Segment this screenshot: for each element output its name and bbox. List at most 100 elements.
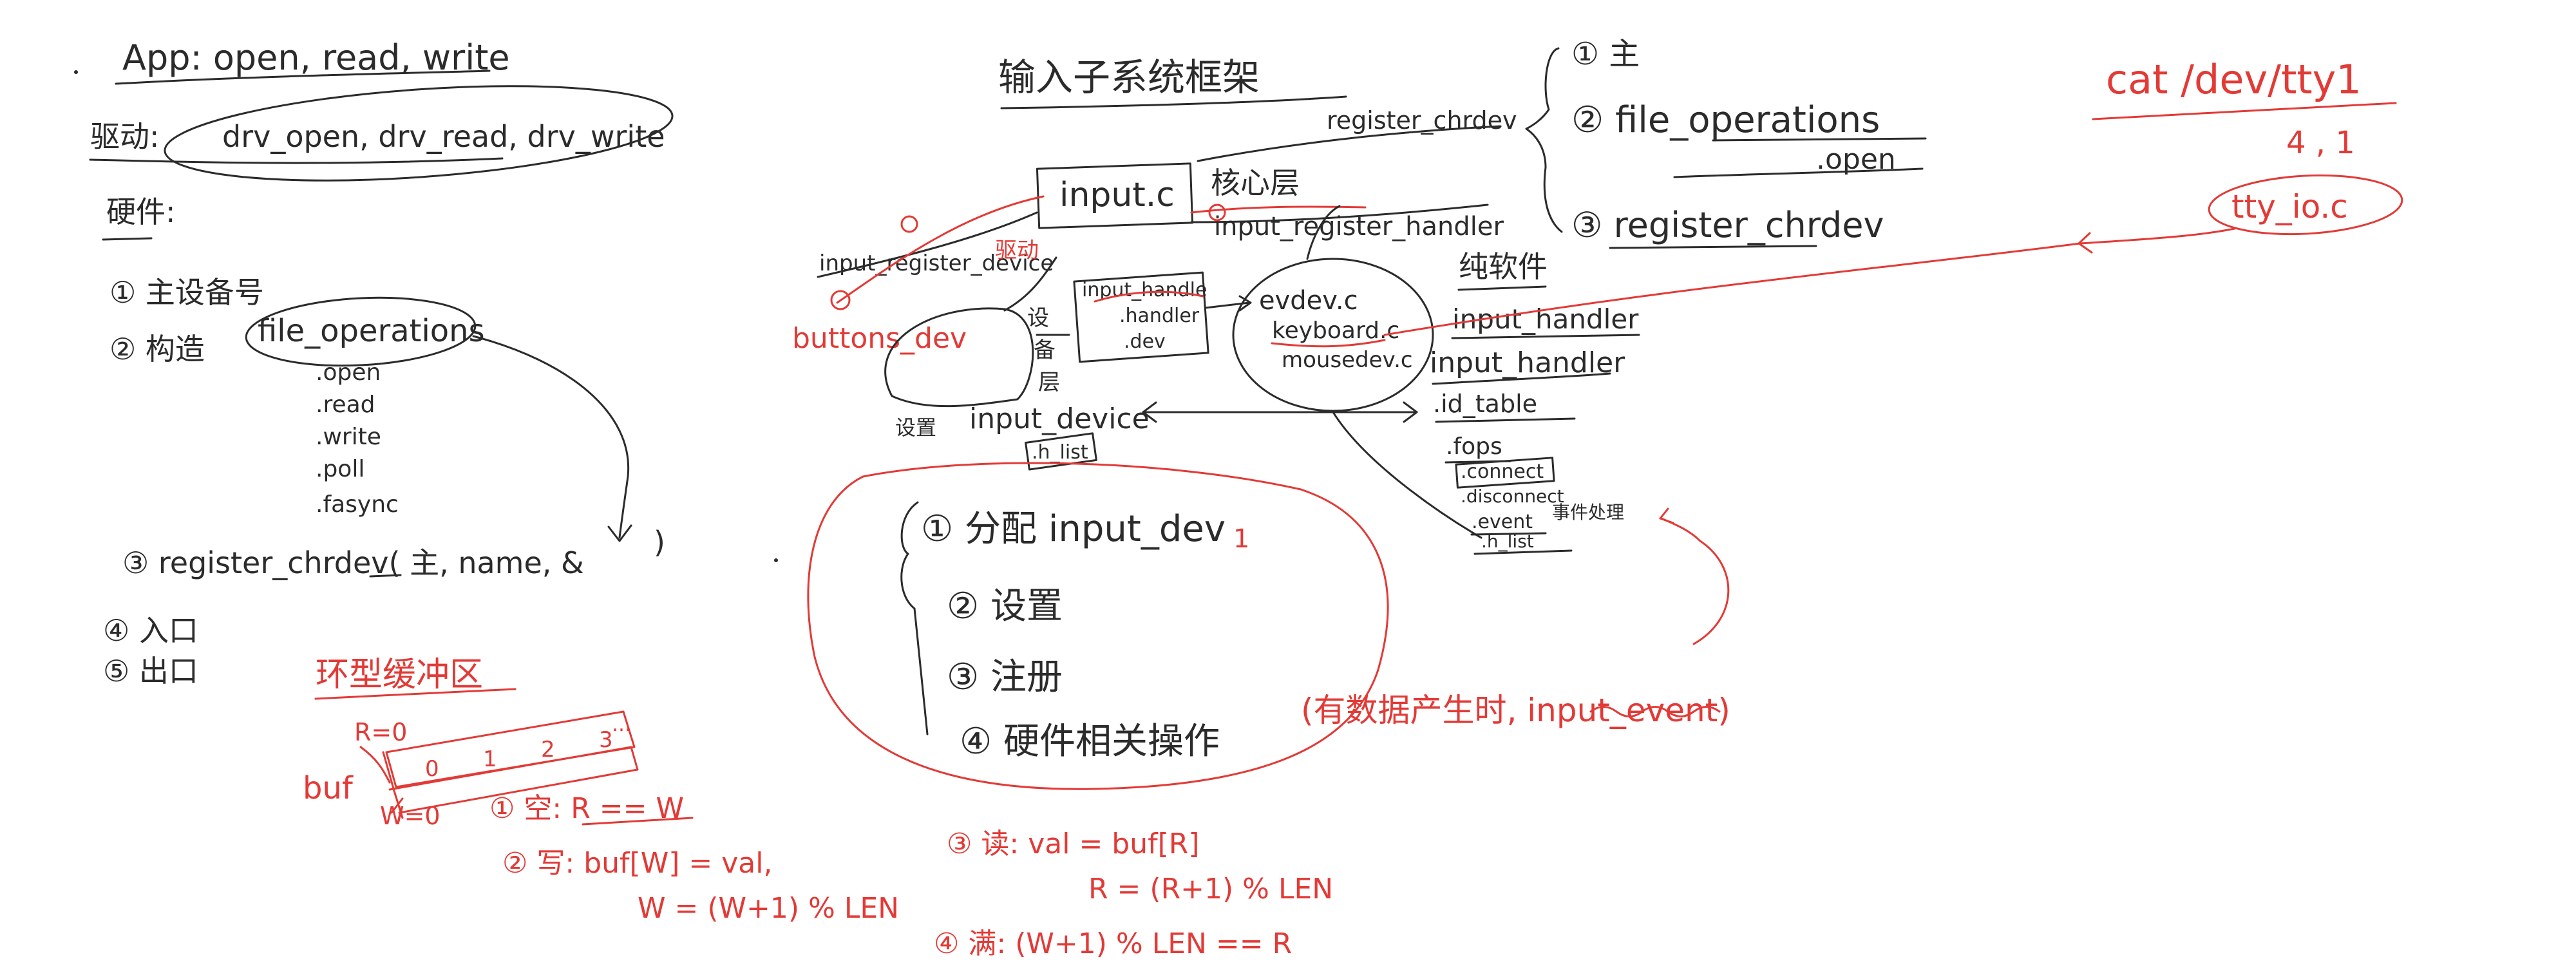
stray-dot-1 [74, 70, 78, 74]
fops-poll: .poll [316, 456, 365, 482]
steps-brace-top [900, 501, 919, 610]
ring-buffer-notes: 环型缓冲区 R=0 0 1 2 3 … buf W=0 ① 空: R == W … [303, 656, 1333, 960]
ring-full-rule: ④ 满: (W+1) % LEN == R [934, 927, 1292, 960]
file-operations-label: file_operations [258, 313, 485, 349]
right-item-register: ③ register_chrdev [1571, 205, 1884, 245]
red-device-arrow [836, 195, 1045, 304]
fops-fasync: .fasync [316, 491, 399, 518]
device-layer-2: 备 [1034, 337, 1056, 363]
event-callback-arrow [1660, 517, 1730, 645]
fops-write: .write [316, 424, 381, 450]
ring-buf-label: buf [303, 770, 354, 806]
step-register: ③ 注册 [947, 656, 1063, 698]
member-id-table: .id_table [1433, 390, 1537, 418]
step-setup: ② 设置 [947, 585, 1063, 627]
id-table-underline [1435, 417, 1576, 423]
r-pointer-arrow [359, 746, 391, 784]
event-underline [1470, 532, 1547, 536]
h-list-box [1025, 432, 1097, 471]
right-register-underline [1609, 245, 1817, 249]
ring-w0: W=0 [380, 802, 440, 830]
member-connect: .connect [1461, 460, 1544, 483]
empty-rule-underline [582, 817, 694, 826]
file-operations-oval [245, 296, 477, 367]
handle-arrowhead [1238, 295, 1252, 312]
input-handler-struct-underline [1432, 372, 1611, 385]
left-notes: App: open, read, write 驱动: drv_open, drv… [89, 37, 674, 688]
fops-read: .read [316, 392, 375, 418]
h-list-underline [1473, 549, 1573, 555]
tty-oval [2208, 174, 2403, 236]
device-to-core-line [1003, 256, 1057, 312]
pure-software-underline [1457, 285, 1547, 291]
member-h-list: .h_list [1481, 531, 1534, 552]
member-event: .event [1472, 511, 1533, 533]
red-mark-2 [1208, 204, 1226, 222]
framework-title-underline [1000, 95, 1347, 109]
input-event-note: (有数据产生时, input_event) [1301, 692, 1730, 729]
handle-line-3: .dev [1124, 330, 1166, 353]
right-item-major: ① 主 [1571, 36, 1640, 72]
buttons-dev-label: buttons_dev [792, 322, 967, 355]
pure-software-label: 纯软件 [1459, 249, 1548, 284]
register-chrdev-line [1197, 125, 1502, 162]
handler-mousedev: mousedev.c [1282, 347, 1413, 373]
input-c-label: input.c [1059, 176, 1175, 214]
ring-cell-3: 3 [599, 727, 613, 753]
framework-title: 输入子系统框架 [998, 55, 1260, 99]
fops-arrowhead [607, 524, 632, 542]
double-arrow-left [1142, 401, 1157, 423]
step-major-number: ① 主设备号 [109, 275, 264, 310]
ring-dots: … [612, 714, 631, 736]
member-disconnect: .disconnect [1461, 486, 1564, 507]
center-driver-red: 驱动 [995, 238, 1039, 263]
ring-cell-1: 1 [483, 746, 497, 772]
ring-left-edge [382, 751, 404, 819]
driver-underline [89, 157, 504, 164]
step-construct: ② 构造 [109, 332, 205, 366]
red-one-mark: 1 [1233, 524, 1249, 554]
device-layer-3: 层 [1038, 370, 1060, 395]
red-handler-arrow [1190, 205, 1367, 214]
member-fops: .fops [1446, 433, 1502, 460]
ring-read-rule-1: ③ 读: val = buf[R] [947, 828, 1200, 860]
fops-to-register-arrow [472, 335, 630, 539]
step-register-chrdev: ③ register_chrdev( 主, name, & [122, 545, 584, 580]
steps-brace-line [913, 607, 929, 735]
step-hardware: ④ 硬件相关操作 [960, 721, 1220, 762]
ring-cell-0: 0 [425, 756, 439, 782]
ring-write-rule-2: W = (W+1) % LEN [638, 892, 899, 925]
right-brace [1525, 47, 1563, 233]
ring-cell-2: 2 [541, 737, 555, 762]
top-right-notes: ① 主 ② file_operations .open ③ register_c… [1383, 36, 2403, 336]
ring-read-rule-2: R = (R+1) % LEN [1088, 873, 1333, 905]
input-dev-steps: ① 分配 input_dev 1 ② 设置 ③ 注册 ④ 硬件相关操作 (有数据… [807, 462, 1730, 790]
h-list-label: .h_list [1032, 441, 1088, 464]
right-item-fops: ② file_operations [1571, 99, 1880, 141]
ring-buffer-title: 环型缓冲区 [316, 656, 483, 694]
red-mark-3 [830, 290, 851, 310]
keyboard-red-underline [1271, 339, 1386, 348]
register-device-line [817, 211, 1038, 278]
ring-top-cells [385, 710, 636, 788]
ring-write-rule-1: ② 写: buf[W] = val, [502, 847, 772, 880]
hardware-label: 硬件: [106, 194, 176, 229]
major-underline [369, 574, 402, 578]
right-fops-underline [1712, 137, 1927, 142]
tty-to-keyboard-line [1383, 242, 2081, 336]
input-device-label: input_device [969, 402, 1150, 435]
handler-evdev: evdev.c [1259, 286, 1358, 316]
step-exit: ⑤ 出口 [103, 654, 198, 688]
tty-arrow [2079, 227, 2236, 245]
tty-numbers: 4 , 1 [2286, 125, 2355, 161]
handle-line-2: .handler [1119, 305, 1200, 327]
stray-dot-2 [774, 558, 778, 562]
event-callback-arrowhead [1659, 507, 1674, 524]
cat-underline [2092, 102, 2397, 120]
handlers-oval [1232, 258, 1434, 412]
handle-red-stroke [1094, 290, 1204, 303]
right-open-underline [1673, 167, 1924, 178]
device-layer-blob [884, 307, 1034, 408]
register-handler-line [1190, 204, 1489, 223]
